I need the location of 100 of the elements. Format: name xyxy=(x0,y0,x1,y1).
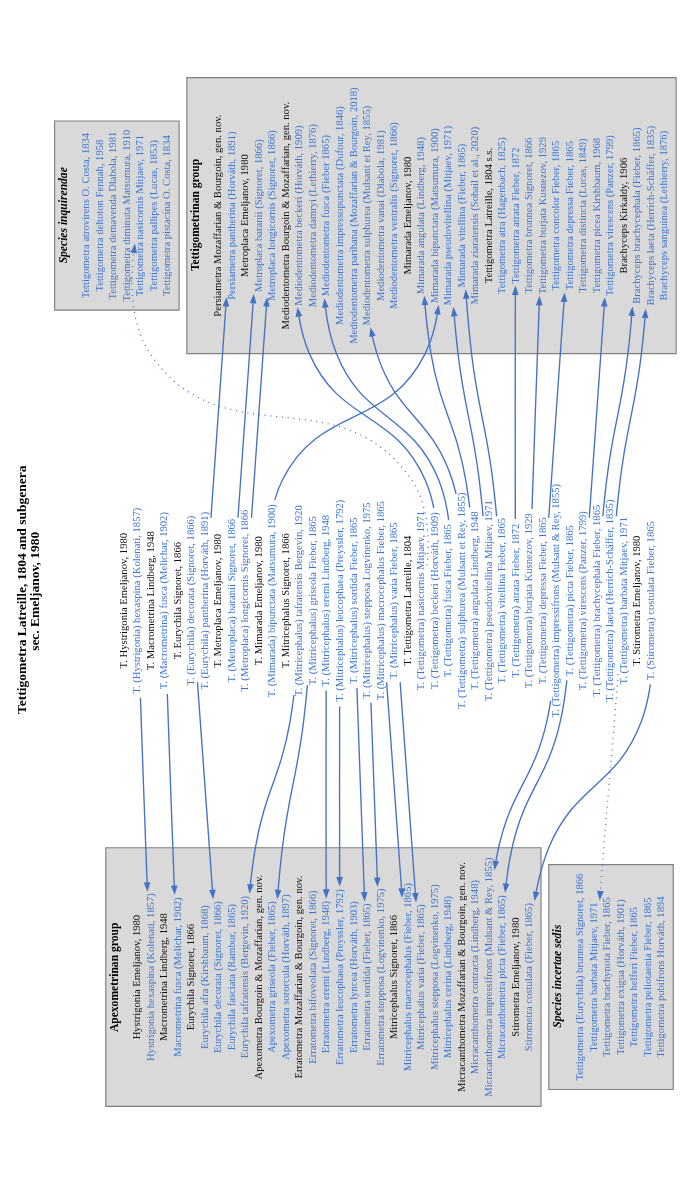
arrow xyxy=(531,295,543,510)
node-text: Tettigometra atrata Fieber, 1872 xyxy=(509,147,521,284)
arrow xyxy=(250,296,270,518)
node-text: Tettigometra helferi Fieber, 1865 xyxy=(628,906,640,1047)
arrow xyxy=(450,306,484,517)
node-text: Mediodentometra ventralis (Signoret, 1866) xyxy=(388,121,400,309)
arrow xyxy=(588,296,608,518)
node-text: Apexometra griseola (Fieber, 1865) xyxy=(266,900,278,1053)
node-text: Eurychila decorata (Signoret, 1866) xyxy=(212,900,224,1053)
node-text: Tettigometra diminuta Matsumura, 1910 xyxy=(120,129,132,302)
node-text: T. (Mitricephalus) sordida Fieber, 1865 xyxy=(347,516,359,684)
node-text: Tettigometra picea Kirshbaum, 1968 xyxy=(590,137,602,293)
node-text: Tettigometra pallipes (Lucas, 1853) xyxy=(147,139,159,291)
node-text: Tettigometra exigua (Horváth, 1901) xyxy=(614,898,626,1055)
node-text: Metroplaca baranii (Signoret, 1866) xyxy=(252,138,264,292)
node-text: T. (Tettigometra) depressa Fieber, 1865 xyxy=(536,516,548,684)
node-text: T. (Mitricephalus) macrocephalus Fieber, 1865 xyxy=(374,500,386,700)
node-text: T. (Eurychila) decorata (Signoret, 1866) xyxy=(185,515,197,686)
node-text: Micracanthometra contracta (Lindberg, 1948) xyxy=(469,879,481,1074)
node-text: Tettigometra concolor Fieber, 1865 xyxy=(550,140,562,290)
node-text: Mediodentometra impressopunctata (Dufour, 1846) xyxy=(333,105,345,325)
node-text: Hystrigonia Emeljanov, 1980 xyxy=(131,914,143,1039)
node-text: Mediodentometra parihana (Mozaffarian & Bourgoin, 2018) xyxy=(347,86,359,344)
node-text: Mitricephalus Signoret, 1866 xyxy=(388,914,400,1039)
node-text: Tettigometra virescens (Panzer, 1799) xyxy=(604,134,616,296)
arrow xyxy=(399,681,419,902)
node-text: T. (Mitricephalus) griseola Fieber, 1865 xyxy=(306,515,318,685)
node-text: T. (Metroplaca) longicornis Signoret, 1866 xyxy=(239,509,251,692)
arrow xyxy=(548,291,568,518)
node-text: T. (Tettigometra) vitellina Fieber, 1865 xyxy=(496,517,508,683)
node-text: T. (Stirometra) costulata Fieber, 1865 xyxy=(644,520,656,680)
node-text: Mimarada Emeljanov, 1980 xyxy=(401,156,413,275)
diagram-title: Tettigometra Latreille, 1804 and subgenera sec. Emeljanov, 1980 xyxy=(13,464,43,714)
arrow xyxy=(512,285,519,520)
arrow xyxy=(130,242,429,566)
arrow xyxy=(602,305,635,517)
node-text: Mimarada ziaratensis (Sohail et al., 2020) xyxy=(469,126,481,304)
node-text: T. (Tettigometra) fusca Fieber, 1865 xyxy=(442,523,454,677)
node-text: Erratometra bifoveolata (Signoret, 1866) xyxy=(306,889,318,1064)
node-text: T. Macrometrina Lindberg, 1948 xyxy=(144,530,156,670)
node-text: Micracanthometra picta (Fieber, 1865) xyxy=(496,894,508,1059)
node-text: Persiametra pantherina (Horváth, 1891) xyxy=(225,130,237,300)
node-text: T. (Hystrigonia) hexaspina (Kolenati, 1857) xyxy=(131,507,143,694)
node-text: Apexometra Bourgoin & Mozaffarian, gen. nov. xyxy=(252,874,264,1079)
node-text: Mitricephalus varia (Fieber, 1865) xyxy=(415,903,427,1050)
node-text: T. (Mitricephalus) stepposa Logvinenko, 1975 xyxy=(361,501,373,699)
arrow xyxy=(237,293,257,518)
node-text: Tettigometra barbata Mitjaev, 1971 xyxy=(587,901,599,1052)
node-text: Mimarada pseudovitellina (Mitjaev, 1971) xyxy=(442,125,454,305)
node-text: Mediodentometra beckeri (Horváth, 1909) xyxy=(293,124,305,306)
node-text: Apexometra sororcula (Horváth, 1897) xyxy=(279,893,291,1060)
node-text: T. (Tettigometra) beckeri (Horváth, 1909) xyxy=(428,511,440,689)
node-text: T. (Eurychila) pantherina (Horváth, 1891) xyxy=(198,511,210,690)
node-text: T. (Metroplaca) baranii Signoret, 1866 xyxy=(225,518,237,682)
node-text: Mimarada vitellina (Fieber, 1865) xyxy=(455,143,467,288)
node-text: Macrometrina Lindberg, 1948 xyxy=(158,912,170,1041)
node-text: Tettigometra atrovirens O. Costa, 1834 xyxy=(80,132,92,298)
node-text: Tettigometra brachynota Fieber, 1865 xyxy=(601,896,613,1057)
node-text: T. (Mimarada) bipunctata (Matsumura, 1900) xyxy=(266,503,278,697)
node-text: T. (Tettigometra) angulata Lindberg, 1948 xyxy=(469,510,481,690)
node-text: T. Hystrigonia Emeljanov, 1980 xyxy=(117,532,129,668)
node-text: Macrometrina fusca (Melichar, 1902) xyxy=(171,896,183,1057)
node-text: Tettigometra demavenda Dlabola, 1981 xyxy=(107,131,119,299)
arrow xyxy=(502,679,568,893)
arrow xyxy=(385,681,405,898)
node-text: T. (Mitricephalus) leucophaea (Preyssler, 1792) xyxy=(333,499,345,702)
arrow xyxy=(615,308,649,517)
node-text: Erratometra Mozaffarian & Bourgoin, gen. nov. xyxy=(293,875,305,1078)
node-text: Mitricephalus stepposa (Logvinenko, 1975) xyxy=(428,883,440,1070)
node-text: T. (Tettigometra) nasicornis Mitjaev, 1971 xyxy=(415,510,427,690)
node-text: Persiametra Mozaffarian & Bourgoin, gen. nov. xyxy=(212,113,224,317)
node-text: Mediodentometra Bourgoin & Mozaffarian, gen. nov. xyxy=(279,101,291,329)
node-text: Tettigometra Latreille, 1804 s.s. xyxy=(482,147,494,283)
node-text: T. (Tettigometra) picta Fieber, 1865 xyxy=(563,524,575,676)
arrow xyxy=(196,680,216,899)
node-text: T. Mitricephalus Signoret, 1866 xyxy=(279,532,291,668)
node-text: T. (Tettigometra) pseudovitellina Mitjaev, 1971 xyxy=(482,499,494,701)
arrow xyxy=(210,296,230,518)
node-text: Metroplaca Emeljanov, 1980 xyxy=(239,153,251,277)
node-text: Eurychila tafratensis (Bergevin, 1920) xyxy=(239,895,251,1058)
node-text: Mediodentometra damryi (Lethierry, 1876) xyxy=(306,123,318,307)
node-text: T. (Tettigometra) sulphurea (Mulsant et Rey, 1855) xyxy=(455,491,467,709)
arrow xyxy=(370,701,381,887)
node-text: Brachyceps laeta (Herrich-Schäffer, 1835) xyxy=(644,125,656,305)
node-text: Tettigometra peliotaenia Fieber, 1865 xyxy=(641,897,653,1057)
node-text: T. (Tettigometra) burjata Kusnezov, 1929 xyxy=(523,512,535,688)
node-text: Eurychila afra (Kirshbaum, 1868) xyxy=(198,904,210,1049)
arrow xyxy=(322,297,450,521)
node-text: Tettigometra burjata Kusnezov, 1929 xyxy=(536,136,548,294)
node-text: Hystrigonia hexaspina (Kolenati, 1857) xyxy=(144,892,156,1061)
node-text: T. (Tettigometra) brachycephala Fieber, 1865 xyxy=(590,504,602,697)
node-text: Mediodentometra fusca (Fieber 1865) xyxy=(320,134,332,296)
arrow xyxy=(463,288,498,517)
node-text: Erratometra sordida (Fieber, 1865) xyxy=(361,902,373,1051)
node-text: Metroplaca longicornis (Signoret, 1866) xyxy=(266,129,278,301)
arrow xyxy=(356,686,368,901)
node-text: Tettigometra pistacina O. Costa, 1834 xyxy=(161,134,173,296)
node-text: Mediodentometra sulphurea (Mulsant et Rey, 1855) xyxy=(361,105,373,325)
node-text: T. (Mitricephalus) tafratensis Bergevin, 1920 xyxy=(293,504,305,696)
node-text: Mediodentometra vanai (Dlabola, 1981) xyxy=(374,129,386,301)
